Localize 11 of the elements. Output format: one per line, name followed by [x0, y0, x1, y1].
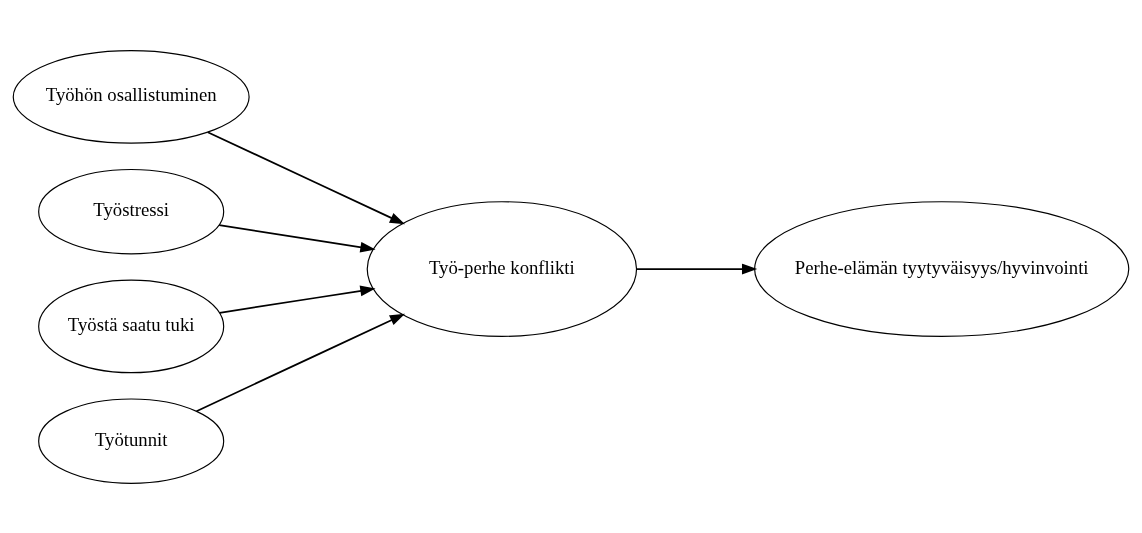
arrow: [218, 223, 376, 252]
arrow: [206, 130, 406, 224]
arrow: [195, 313, 406, 412]
node-ellipse: Työstressi: [38, 168, 225, 254]
node-ellipse: Perhe-elämän tyytyväisyys/hyvinvointi: [754, 200, 1130, 337]
node-ellipse: Työhön osallistuminen: [12, 49, 250, 144]
arrow: [635, 263, 758, 274]
node-ellipse: Työtunnit: [38, 397, 225, 484]
arrow: [218, 285, 376, 314]
node-ellipse: Työ-perhe konflikti: [366, 200, 638, 337]
node-ellipse: Työstä saatu tuki: [38, 279, 225, 373]
